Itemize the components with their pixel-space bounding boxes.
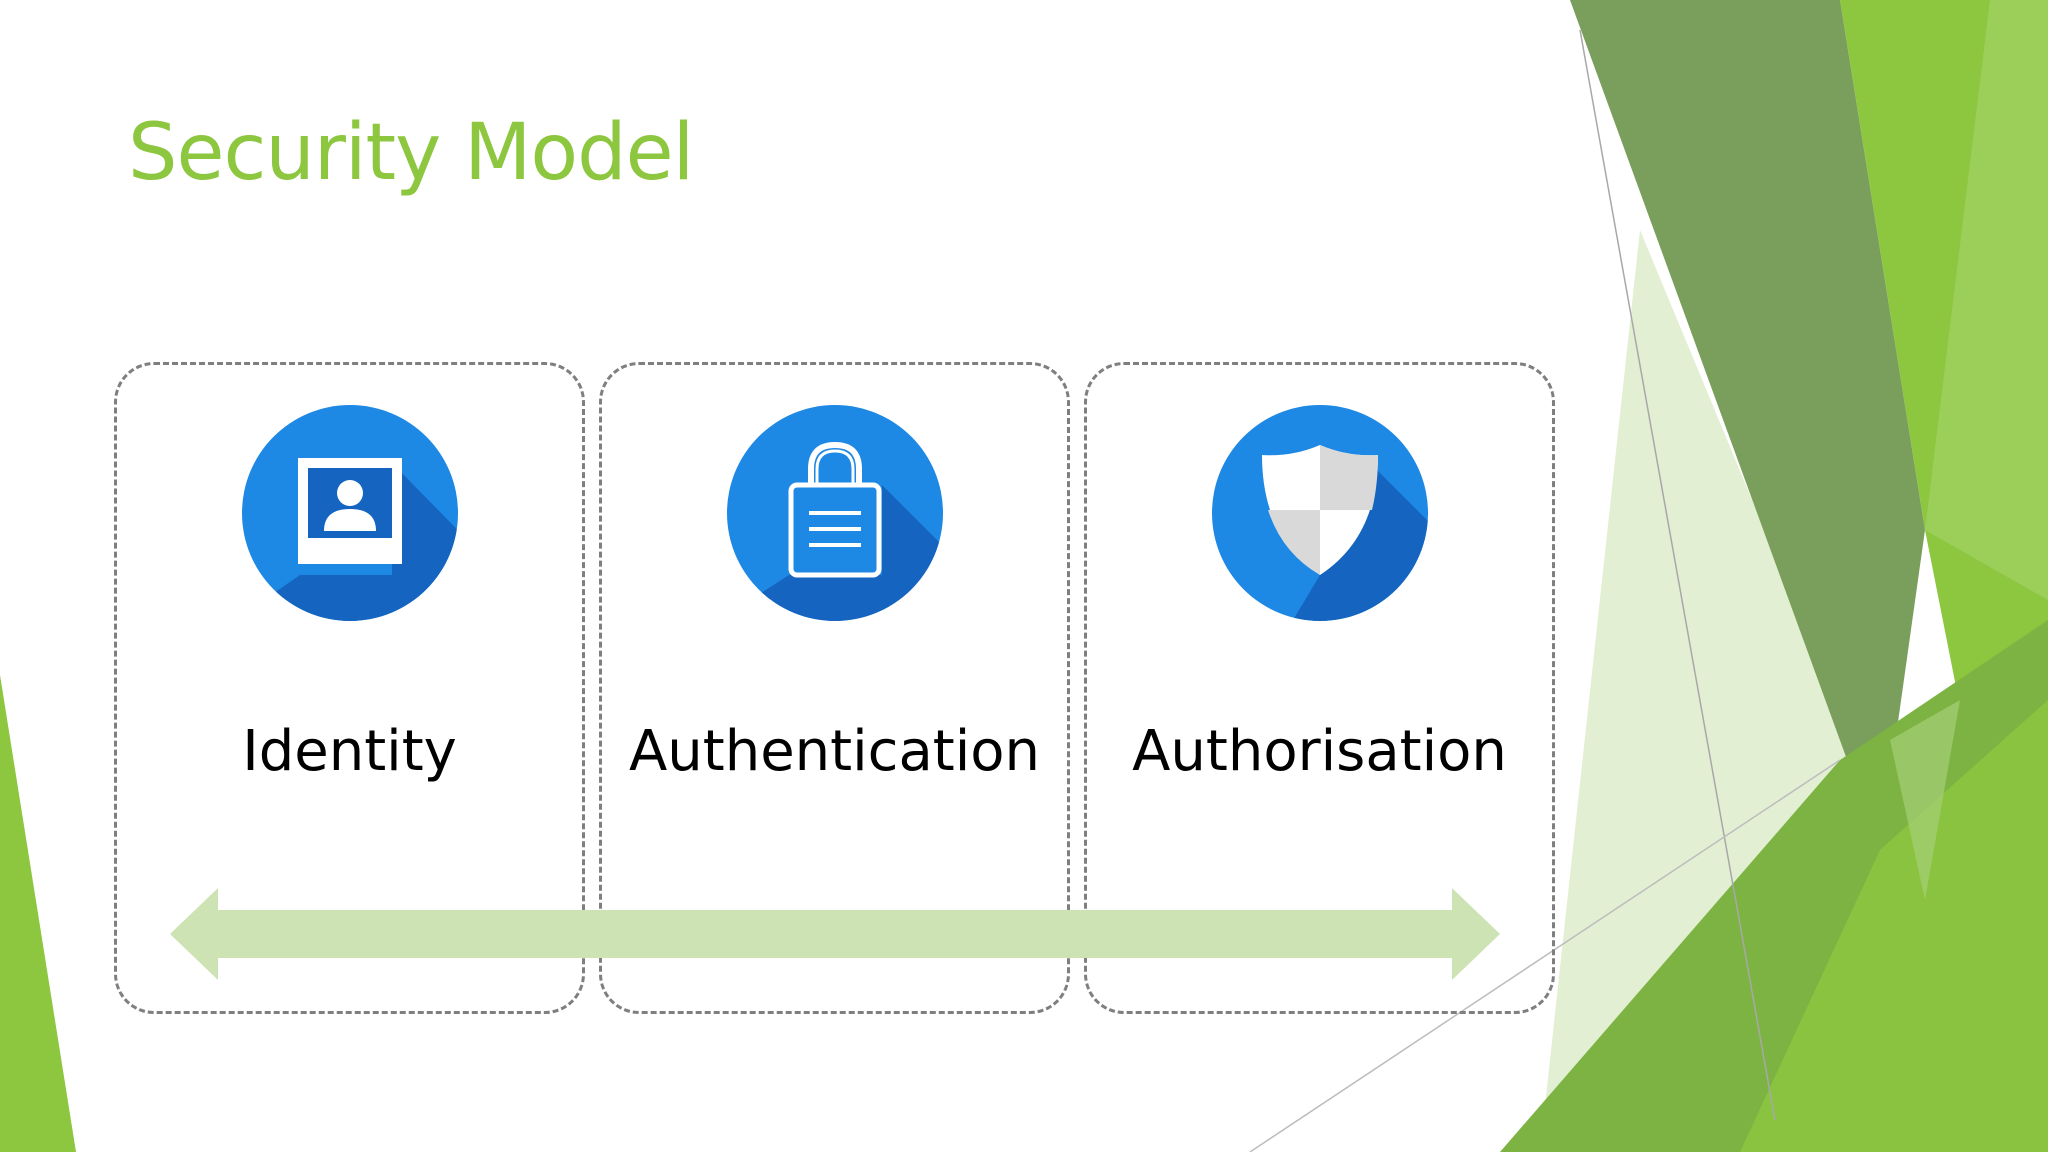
- panel-identity: Identity: [114, 362, 585, 1014]
- right-dark-band: [1570, 0, 1925, 850]
- right-bottom-highlight: [1890, 700, 1960, 900]
- id-card-icon: [241, 405, 458, 621]
- padlock-icon: [726, 405, 943, 621]
- slide-title: Security Model: [128, 108, 694, 198]
- accent-line-1: [1579, 29, 1776, 1121]
- panel-authorisation: Authorisation: [1084, 362, 1555, 1014]
- shield-icon: [1211, 405, 1428, 621]
- panel-label-authorisation: Authorisation: [1132, 719, 1507, 784]
- accent-line-2: [1249, 759, 1841, 1152]
- panel-label-identity: Identity: [242, 719, 457, 784]
- panel-authentication: Authentication: [599, 362, 1070, 1014]
- right-light-band: [1540, 230, 1860, 1152]
- double-arrow-icon: [170, 888, 1500, 980]
- left-green-sliver: [0, 675, 76, 1152]
- panel-label-authentication: Authentication: [628, 719, 1041, 784]
- right-bottom-green-light: [1740, 700, 2048, 1152]
- right-lighter-band: [1925, 0, 2048, 600]
